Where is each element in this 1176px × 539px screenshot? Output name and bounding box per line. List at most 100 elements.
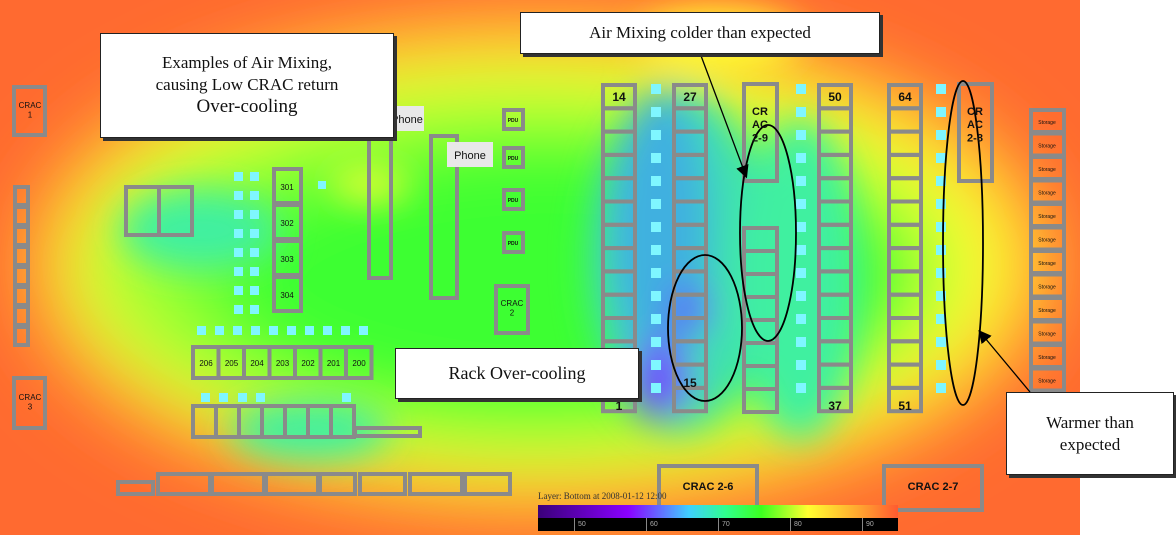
rack-label: 203 [276, 359, 290, 368]
storage-label: Storage [1038, 120, 1056, 126]
temperature-legend: 50 60 70 80 90 [538, 505, 898, 531]
legend-tick: 60 [646, 518, 658, 531]
perforated-tile [651, 245, 661, 255]
rack-label: 200 [352, 359, 366, 368]
perforated-tile [936, 383, 946, 393]
storage-label: Storage [1038, 167, 1056, 173]
legend-tick: 80 [790, 518, 802, 531]
perforated-tile [936, 130, 946, 140]
pdu [502, 231, 525, 254]
pdu [502, 188, 525, 211]
pdu-label: PDU [508, 156, 519, 162]
pdu-label: PDU [508, 241, 519, 247]
perforated-tile [342, 393, 351, 402]
crac-2-6-label: CRAC 2-6 [683, 481, 734, 493]
perforated-tile [651, 84, 661, 94]
perforated-tile [341, 326, 350, 335]
rack-label: 304 [280, 291, 294, 300]
perforated-tile [936, 337, 946, 347]
storage-label: Storage [1038, 214, 1056, 220]
rack-label: 202 [301, 359, 315, 368]
floor-unit [116, 480, 155, 496]
perforated-tile [936, 176, 946, 186]
rack-200 [344, 345, 374, 380]
storage-label: Storage [1038, 332, 1056, 338]
perforated-tile [318, 181, 326, 189]
perforated-tile [234, 267, 243, 276]
storage-unit [1029, 366, 1066, 393]
perforated-tile [796, 383, 806, 393]
perforated-tile [651, 199, 661, 209]
perforated-tile [256, 393, 265, 402]
perforated-tile [238, 393, 247, 402]
rack [887, 385, 923, 414]
perforated-tile [250, 172, 259, 181]
rack-number-14: 14 [612, 90, 626, 104]
callout-rack-overcooling: Rack Over-cooling [395, 348, 639, 399]
perforated-tile [936, 245, 946, 255]
perforated-tile [234, 210, 243, 219]
rack-number-27: 27 [683, 90, 697, 104]
callout-line: expected [1059, 434, 1121, 454]
perforated-tile [796, 291, 806, 301]
perforated-tile [651, 268, 661, 278]
storage-label: Storage [1038, 191, 1056, 197]
callout-line: Over-cooling [196, 95, 298, 117]
perforated-tile [796, 337, 806, 347]
perforated-tile [251, 326, 260, 335]
crac-2-7 [882, 464, 984, 512]
perforated-tile [250, 267, 259, 276]
rack [672, 385, 708, 414]
perforated-tile [651, 107, 661, 117]
perforated-tile [796, 107, 806, 117]
callout-text: Rack Over-cooling [448, 363, 586, 384]
callout-air-mixing-examples: Examples of Air Mixing,causing Low CRAC … [100, 33, 394, 138]
perforated-tile [936, 222, 946, 232]
perforated-tile [234, 191, 243, 200]
storage-label: Storage [1038, 355, 1056, 361]
perforated-tile [796, 153, 806, 163]
perforated-tile [201, 393, 210, 402]
phone-label: Phone [391, 114, 423, 126]
perforated-tile [651, 314, 661, 324]
perforated-tile [936, 314, 946, 324]
perforated-tile [796, 245, 806, 255]
perforated-tile [796, 268, 806, 278]
legend-gradient [538, 505, 898, 518]
legend-tick: 90 [862, 518, 874, 531]
perforated-tile [651, 337, 661, 347]
crac-2 [494, 284, 530, 335]
arrow-colder [699, 52, 749, 179]
perforated-tile [936, 199, 946, 209]
air-mixing-ellipse [739, 124, 797, 342]
perforated-tile [250, 248, 259, 257]
perforated-tile [651, 153, 661, 163]
phone-label: Phone [454, 150, 486, 162]
callout-line: causing Low CRAC return [155, 74, 339, 94]
rack-label: 201 [327, 359, 341, 368]
perforated-tile [215, 326, 224, 335]
perforated-tile [796, 176, 806, 186]
pdu [502, 108, 525, 131]
floor-unit [408, 472, 464, 496]
perforated-tile [651, 176, 661, 186]
phone-bubble [390, 106, 424, 131]
perforated-tile [197, 326, 206, 335]
perforated-tile [651, 291, 661, 301]
perforated-tile [234, 172, 243, 181]
arrow-warmer [978, 330, 1031, 393]
perforated-tile [936, 153, 946, 163]
storage-label: Storage [1038, 308, 1056, 314]
callout-air-mixing-colder: Air Mixing colder than expected [520, 12, 880, 54]
floor-unit [463, 472, 512, 496]
warmer-ellipse [942, 80, 984, 406]
storage-label: Storage [1038, 238, 1056, 244]
storage-label: Storage [1038, 144, 1056, 150]
perforated-tile [936, 360, 946, 370]
floor-unit [358, 472, 407, 496]
rack-label: 206 [199, 359, 213, 368]
